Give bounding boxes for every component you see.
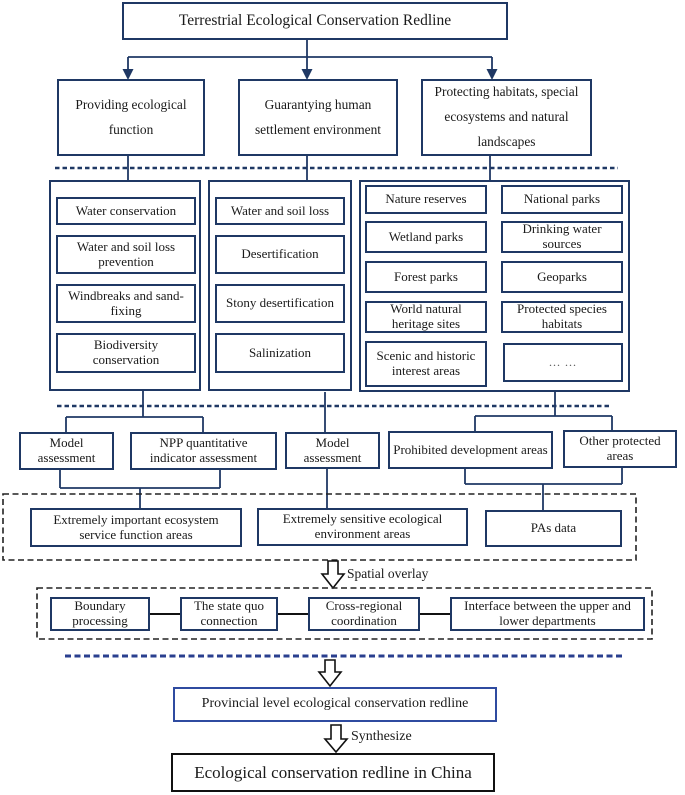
water-conservation-box: Water conservation (56, 197, 196, 225)
model-assessment-mid-box: Model assessment (285, 432, 380, 469)
stony-desertification-box: Stony desertification (215, 284, 345, 323)
biodiversity-box: Biodiversity conservation (56, 333, 196, 373)
national-parks-box: National parks (501, 185, 623, 214)
down-arrowhead-icon (486, 69, 498, 80)
salinization-box: Salinization (215, 333, 345, 373)
protecting-habitats-box: Protecting habitats, special ecosystems … (421, 79, 592, 156)
synthesize-label: Synthesize (351, 729, 412, 744)
ellipsis-box: ... ... (503, 343, 623, 382)
npp-assessment-box: NPP quantitative indicator assessment (130, 432, 277, 470)
providing-ecological-function-box: Providing ecological function (57, 79, 205, 156)
model-assessment-left-box: Model assessment (19, 432, 114, 470)
dashed-frame-process (36, 587, 653, 640)
mid-connectors (65, 391, 613, 432)
interface-departments-box: Interface between the upper and lower de… (450, 597, 645, 631)
forest-parks-box: Forest parks (365, 261, 487, 293)
other-protected-box: Other protected areas (563, 430, 677, 468)
protected-group-frame (359, 180, 630, 392)
dashed-frame-data (2, 493, 637, 561)
drinking-water-box: Drinking water sources (501, 221, 623, 253)
protected-species-box: Protected species habitats (501, 301, 623, 333)
down-arrowhead-icon (301, 69, 313, 80)
title-box: Terrestrial Ecological Conservation Redl… (122, 2, 508, 40)
sensitivity-group-frame (208, 180, 352, 391)
soil-loss-prevention-box: Water and soil loss prevention (56, 235, 196, 274)
sensitive-environment-box: Extremely sensitive ecological environme… (257, 508, 468, 546)
desertification-box: Desertification (215, 235, 345, 274)
down-arrowhead-icon (122, 69, 134, 80)
lower-connectors (59, 468, 623, 510)
wetland-parks-box: Wetland parks (365, 221, 487, 253)
water-soil-loss-box: Water and soil loss (215, 197, 345, 225)
pas-data-box: PAs data (485, 510, 622, 547)
important-ecosystem-box: Extremely important ecosystem service fu… (30, 508, 242, 547)
windbreaks-box: Windbreaks and sand-fixing (56, 284, 196, 323)
world-heritage-box: World natural heritage sites (365, 301, 487, 333)
function-group-frame (49, 180, 201, 391)
spatial-overlay-label: Spatial overlay (347, 566, 429, 581)
hollow-down-arrow-icon (323, 724, 349, 754)
human-settlement-box: Guarantying human settlement environment (238, 79, 398, 156)
boundary-processing-box: Boundary processing (50, 597, 150, 631)
nature-reserves-box: Nature reserves (365, 185, 487, 214)
hollow-down-arrow-icon (320, 560, 346, 590)
cross-regional-box: Cross-regional coordination (308, 597, 420, 631)
state-quo-box: The state quo connection (180, 597, 278, 631)
china-redline-box: Ecological conservation redline in China (171, 753, 495, 792)
prohibited-development-box: Prohibited development areas (388, 431, 553, 469)
hollow-down-arrow-icon (317, 659, 343, 688)
geoparks-box: Geoparks (501, 261, 623, 293)
provincial-redline-box: Provincial level ecological conservation… (173, 687, 497, 722)
scenic-historic-box: Scenic and historic interest areas (365, 341, 487, 387)
